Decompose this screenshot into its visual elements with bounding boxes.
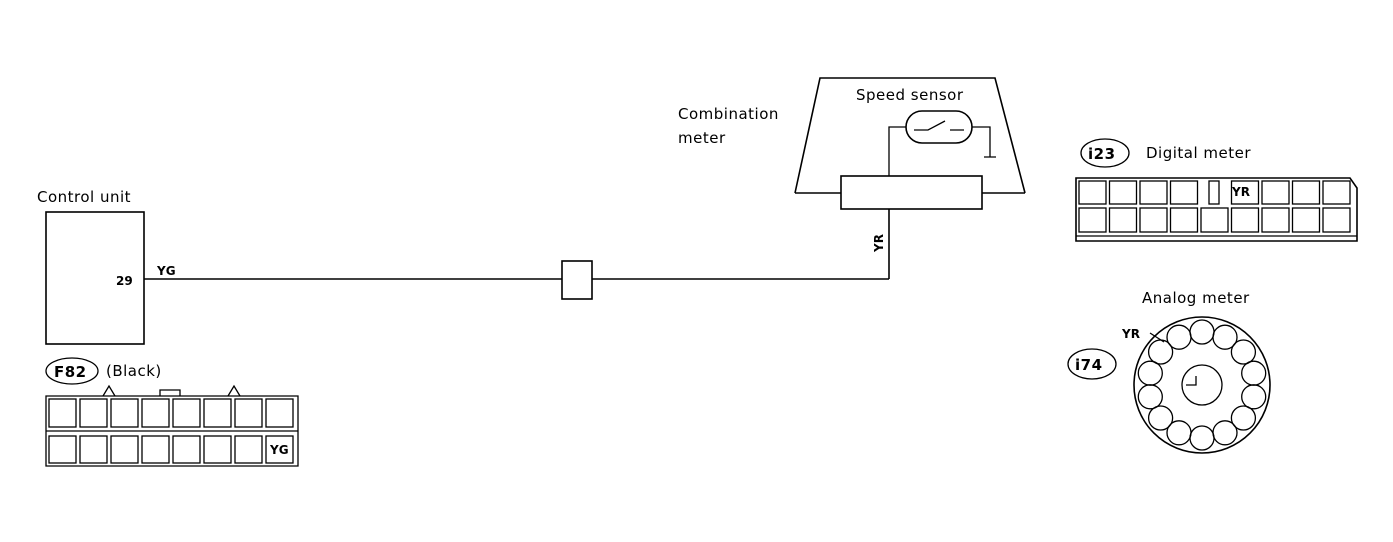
- i23-cell: [1200, 207, 1229, 233]
- i23-key-slot: [1208, 180, 1220, 205]
- i23-cell: [1078, 207, 1107, 233]
- i74-terminal-yr: YR: [1121, 327, 1140, 341]
- yr-wire-color: YR: [872, 234, 886, 253]
- f82-cell: [234, 398, 263, 428]
- i23-cell: [1230, 207, 1260, 233]
- i23-terminal-yr: YR: [1231, 185, 1250, 199]
- f82-cell: [172, 435, 201, 464]
- connector-i74: Analog meter i74 YR: [1067, 289, 1271, 454]
- i74-pin: [1230, 339, 1257, 365]
- f82-cell: [48, 398, 77, 428]
- analog-center-boss: [1181, 364, 1223, 406]
- i23-cell: [1108, 180, 1138, 205]
- i74-id-circle: [1067, 348, 1117, 380]
- i74-pin: [1166, 420, 1192, 446]
- f82-key-icon: [159, 389, 181, 396]
- i23-cell: [1322, 207, 1351, 233]
- connector-i23: i23 Digital meter YR: [1075, 138, 1358, 242]
- i74-pin: [1147, 405, 1174, 431]
- f82-cell: [141, 435, 170, 464]
- yg-wire-color: YG: [156, 264, 176, 278]
- f82-terminal-yg: YG: [269, 443, 289, 457]
- i23-cell: [1291, 180, 1321, 205]
- inline-connector: [561, 260, 593, 300]
- i23-id: i23: [1088, 145, 1116, 163]
- connector-f82: F82 (Black) YG: [45, 357, 299, 467]
- i74-pin: [1137, 384, 1163, 410]
- speed-sensor: [905, 110, 973, 144]
- f82-cell: [203, 398, 232, 428]
- i23-id-circle: [1080, 138, 1130, 168]
- i23-cell: [1078, 180, 1107, 205]
- f82-cell: [110, 435, 139, 464]
- i74-pin: [1241, 384, 1267, 410]
- i23-cell: [1108, 207, 1138, 233]
- speed-sensor-label: Speed sensor: [856, 86, 964, 104]
- control-unit-pin: 29: [116, 274, 133, 288]
- i74-pin: [1137, 360, 1163, 386]
- meter-terminal-block: [840, 175, 983, 210]
- f82-cell: [265, 435, 294, 464]
- yg-wire: YG: [144, 209, 890, 300]
- reed-switch-icon: [914, 120, 964, 131]
- i74-pin: [1189, 425, 1215, 451]
- control-unit-label: Control unit: [37, 188, 131, 206]
- i74-id: i74: [1075, 356, 1103, 374]
- f82-cell: [141, 398, 170, 428]
- i23-cell: [1322, 180, 1351, 205]
- i74-pin: [1212, 420, 1238, 446]
- i23-cell: [1261, 207, 1290, 233]
- f82-cell: [48, 435, 77, 464]
- f82-outline: [45, 395, 299, 467]
- combination-meter: Combination meter Speed sensor: [678, 77, 1026, 210]
- i23-cell: [1230, 180, 1260, 205]
- f82-cell: [79, 435, 108, 464]
- f82-cell: [265, 398, 294, 428]
- f82-latch-icon: [227, 384, 241, 397]
- f82-latch-icon: [102, 384, 116, 397]
- control-unit-box: [45, 211, 145, 345]
- i23-cell: [1291, 207, 1321, 233]
- i23-cell: [1169, 207, 1199, 233]
- f82-id-circle: [45, 357, 99, 385]
- f82-cell: [234, 435, 263, 464]
- i74-pin: [1230, 405, 1257, 431]
- i74-pin: [1241, 360, 1267, 386]
- f82-id: F82: [54, 363, 87, 381]
- i74-pin: [1212, 324, 1238, 350]
- digital-meter-label: Digital meter: [1146, 144, 1251, 162]
- f82-cell: [172, 398, 201, 428]
- combination-meter-label-line2: meter: [678, 129, 726, 147]
- f82-cell: [79, 398, 108, 428]
- i23-cell: [1139, 207, 1168, 233]
- i23-cell: [1139, 180, 1168, 205]
- combination-meter-label-line1: Combination: [678, 105, 779, 123]
- f82-cell: [203, 435, 232, 464]
- analog-connector-body: [1133, 316, 1271, 454]
- f82-color-note: (Black): [106, 362, 162, 380]
- control-unit: Control unit 29: [37, 188, 145, 345]
- analog-meter-label: Analog meter: [1142, 289, 1250, 307]
- combination-meter-housing: [794, 77, 1026, 194]
- i23-outline: [1075, 177, 1358, 242]
- i74-pin: [1166, 324, 1192, 350]
- i23-cell: [1169, 180, 1199, 205]
- f82-cell: [110, 398, 139, 428]
- i74-pin: [1189, 319, 1215, 345]
- i23-cell: [1261, 180, 1290, 205]
